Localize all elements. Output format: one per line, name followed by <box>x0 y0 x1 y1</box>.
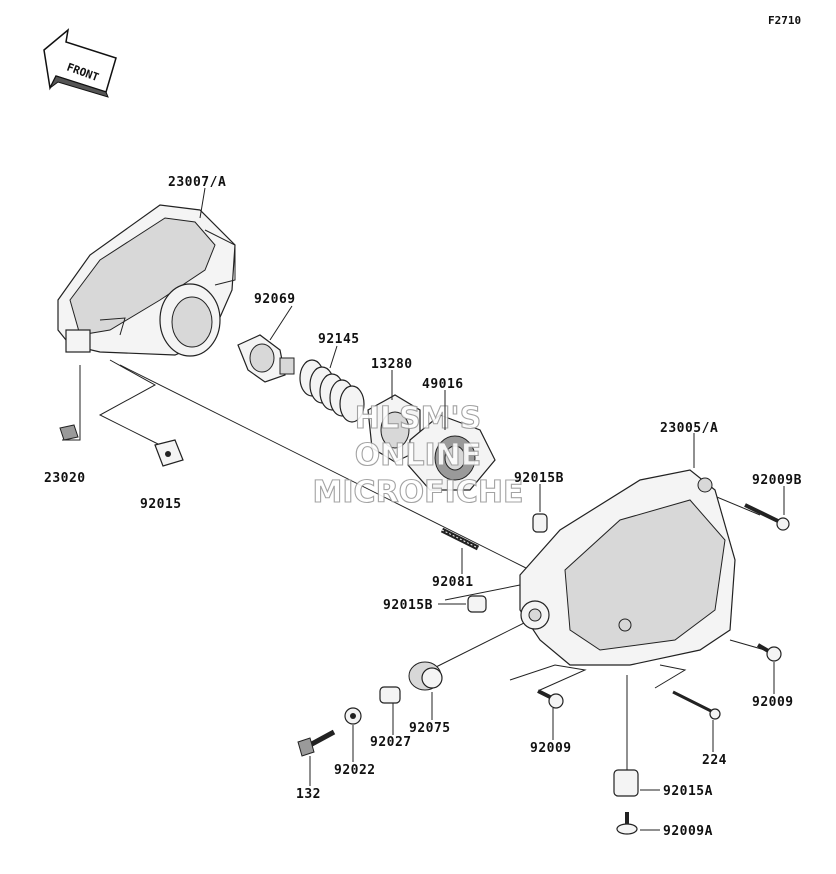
watermark-line-2: ONLINE <box>355 438 482 473</box>
label-92009b: 92009B <box>752 473 802 488</box>
label-92069: 92069 <box>254 292 296 307</box>
label-224: 224 <box>702 753 727 768</box>
label-leaders <box>199 187 785 831</box>
spring <box>299 359 365 423</box>
watermark-line-3: MICROFICHE <box>313 475 524 510</box>
dust-cap <box>407 414 496 491</box>
small-parts <box>59 424 790 835</box>
label-92015a: 92015A <box>663 784 713 799</box>
label-92075: 92075 <box>409 721 451 736</box>
label-92015b-mid: 92015B <box>383 598 433 613</box>
label-92022: 92022 <box>334 763 376 778</box>
socket <box>367 394 421 463</box>
label-92009a: 92009A <box>663 824 713 839</box>
front-arrow-icon: FRONT <box>43 28 117 98</box>
label-92027: 92027 <box>370 735 412 750</box>
label-92015: 92015 <box>140 497 182 512</box>
diagram-code: F2710 <box>768 14 801 27</box>
label-132: 132 <box>296 787 321 802</box>
headlight-housing <box>57 204 236 357</box>
part-labels: 23007/A 92069 92145 13280 49016 23005/A … <box>44 175 802 839</box>
label-92145: 92145 <box>318 332 360 347</box>
label-23020: 23020 <box>44 471 86 486</box>
watermark-line-1: HLSM'S <box>355 401 481 436</box>
label-92009-bottom: 92009 <box>530 741 572 756</box>
label-92009-right: 92009 <box>752 695 794 710</box>
headlight-cover <box>519 469 736 666</box>
label-13280: 13280 <box>371 357 413 372</box>
label-92015b-top: 92015B <box>514 471 564 486</box>
label-23005-a: 23005/A <box>660 421 718 436</box>
label-49016: 49016 <box>422 377 464 392</box>
bulb <box>237 334 295 383</box>
watermark: HLSM'S ONLINE MICROFICHE <box>312 400 524 510</box>
label-23007-a: 23007/A <box>168 175 226 190</box>
assembly-lines <box>62 359 766 770</box>
label-92081: 92081 <box>432 575 474 590</box>
